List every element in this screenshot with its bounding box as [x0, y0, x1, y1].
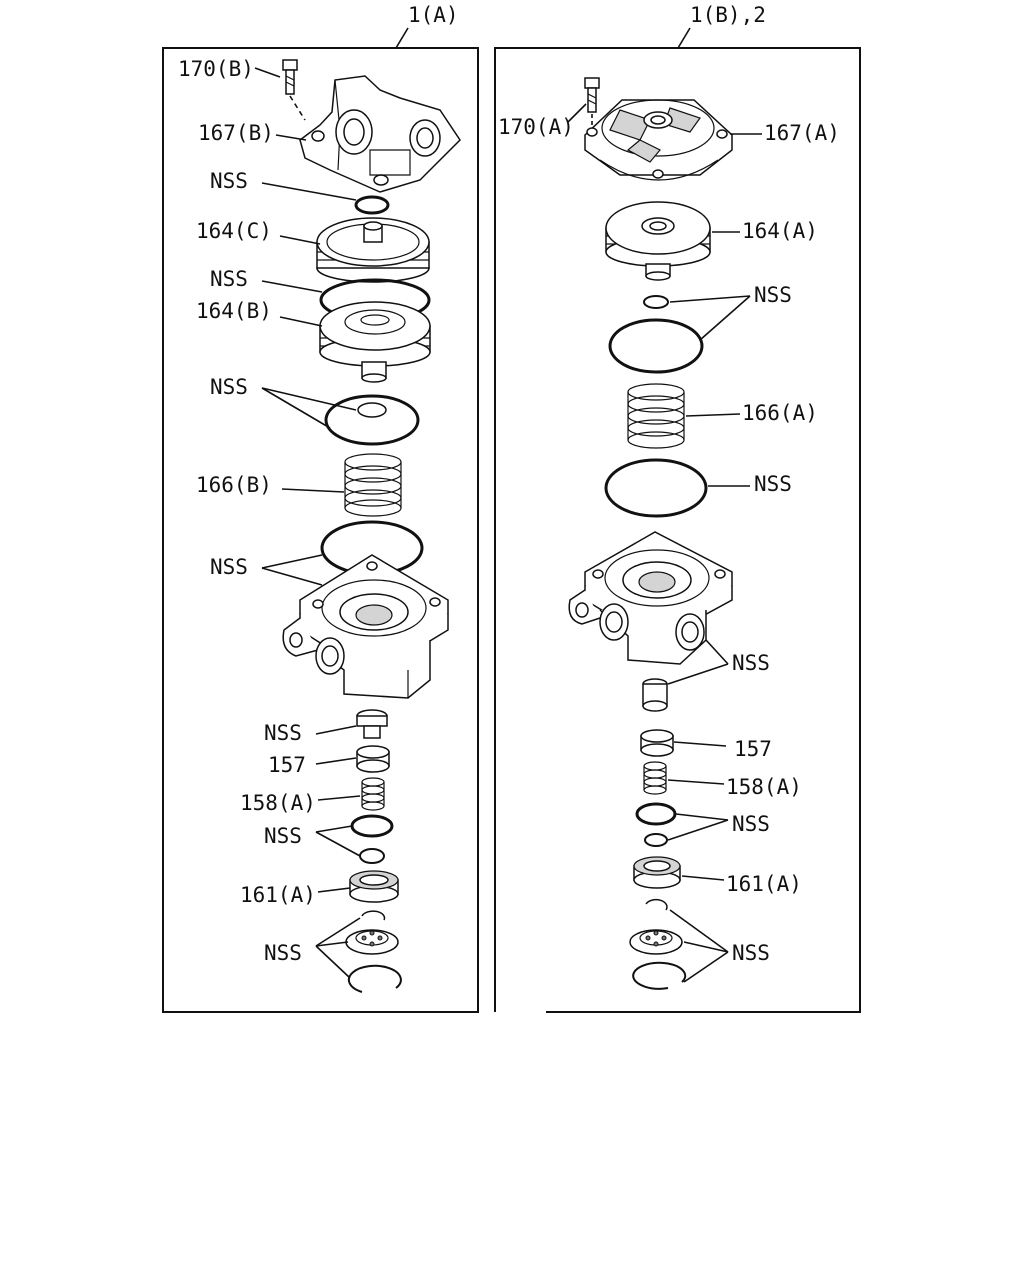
label-nss-7: NSS — [264, 941, 302, 965]
label-nss-4: NSS — [210, 555, 248, 579]
snap-ring-large-right — [632, 961, 687, 990]
valve-body-left — [282, 554, 449, 699]
label-157-left: 157 — [268, 753, 306, 777]
snap-ring-small-right — [645, 898, 668, 911]
bolt-170b — [282, 59, 306, 121]
label-158a-left: 158(A) — [240, 791, 316, 815]
label-164b: 164(B) — [196, 299, 272, 323]
spring-158a-left — [361, 777, 385, 811]
o-ring-small-r2 — [635, 802, 677, 826]
retainer-plate-right — [629, 929, 683, 955]
piston-164c — [316, 217, 430, 283]
o-ring-large-r1 — [608, 318, 704, 374]
snap-ring-small-left — [361, 910, 386, 921]
piston-164a — [605, 201, 711, 281]
o-ring-small-3 — [350, 814, 394, 838]
o-ring-large-2 — [324, 394, 420, 446]
seat-157-left — [356, 745, 390, 773]
spring-166b — [344, 453, 402, 517]
bolt-170a — [584, 77, 600, 126]
label-nss-5: NSS — [264, 721, 302, 745]
label-nss-2: NSS — [210, 267, 248, 291]
label-157-right: 157 — [734, 737, 772, 761]
label-167b: 167(B) — [198, 121, 274, 145]
label-nss-r3: NSS — [732, 651, 770, 675]
label-158a-right: 158(A) — [726, 775, 802, 799]
seat-157-right — [640, 729, 674, 757]
label-170a: 170(A) — [498, 115, 574, 139]
spring-166a — [627, 383, 685, 449]
label-170b: 170(B) — [178, 57, 254, 81]
o-ring-small-2 — [357, 402, 387, 418]
o-ring-large-r2 — [604, 458, 708, 518]
seat-161a-left — [349, 870, 399, 903]
retainer-plate-left — [345, 929, 399, 955]
label-161a-left: 161(A) — [240, 883, 316, 907]
label-nss-1: NSS — [210, 169, 248, 193]
label-164a: 164(A) — [742, 219, 818, 243]
o-ring-small-1 — [354, 195, 390, 215]
label-nss-r1: NSS — [754, 283, 792, 307]
seat-161a-right — [633, 856, 681, 889]
piston-164b — [319, 301, 431, 383]
snap-ring-large-left — [347, 964, 402, 993]
check-valve-left — [356, 709, 388, 739]
o-ring-small-4 — [359, 848, 385, 864]
cover-167b — [299, 75, 461, 193]
label-164c: 164(C) — [196, 219, 272, 243]
label-167a: 167(A) — [764, 121, 840, 145]
panel-left-frame — [162, 47, 479, 1013]
o-ring-small-r3 — [644, 833, 668, 847]
spring-158a-right — [643, 761, 667, 795]
panel-right-frame — [494, 47, 861, 1013]
panel-left: 1(A) 170(B) 167(B) NSS — [162, 3, 479, 1013]
label-161a-right: 161(A) — [726, 872, 802, 896]
panel-right: 1(B),2 170(A) 167(A) — [494, 3, 861, 1013]
label-nss-6: NSS — [264, 824, 302, 848]
panel-right-title: 1(B),2 — [690, 3, 766, 27]
label-nss-3: NSS — [210, 375, 248, 399]
o-ring-small-r1 — [643, 295, 669, 309]
label-nss-r4: NSS — [732, 812, 770, 836]
label-166b: 166(B) — [196, 473, 272, 497]
valve-body-right — [568, 531, 733, 665]
panel-left-title: 1(A) — [408, 3, 459, 27]
label-166a: 166(A) — [742, 401, 818, 425]
label-nss-r5: NSS — [732, 941, 770, 965]
cover-167a — [584, 99, 733, 181]
label-nss-r2: NSS — [754, 472, 792, 496]
check-valve-right — [642, 678, 668, 712]
